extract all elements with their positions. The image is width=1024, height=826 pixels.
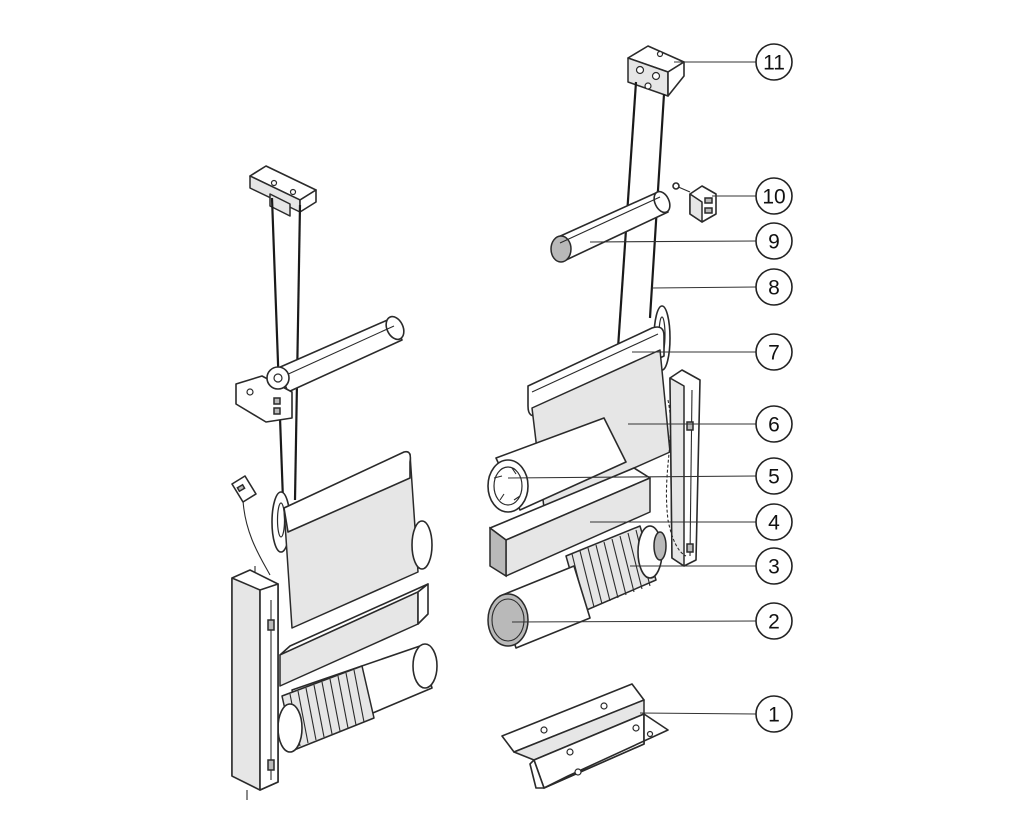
callout-1-label: 1	[768, 704, 780, 727]
leader-1	[639, 712, 757, 715]
callout-6: 6	[755, 405, 793, 443]
left-tube-bracket	[235, 366, 293, 423]
callout-2: 2	[755, 602, 793, 640]
callout-6-label: 6	[768, 414, 780, 437]
callout-11-label: 11	[763, 52, 785, 75]
callout-4: 4	[755, 503, 793, 541]
part-4-square-profile	[489, 467, 651, 578]
callout-7: 7	[755, 333, 793, 371]
callout-7-label: 7	[768, 342, 780, 365]
left-cord-back	[293, 204, 302, 501]
right-side-frame-chain	[665, 369, 701, 567]
leader-5	[507, 475, 757, 479]
left-cord-front	[270, 197, 285, 501]
part-1-angle-bracket	[501, 683, 669, 789]
callout-3: 3	[755, 547, 793, 585]
leader-8	[651, 286, 757, 289]
callout-5: 5	[755, 457, 793, 495]
callout-10-label: 10	[762, 186, 785, 209]
left-ceiling-bracket	[249, 165, 317, 217]
leader-2	[511, 620, 757, 623]
callout-8: 8	[755, 268, 793, 306]
callout-1: 1	[755, 695, 793, 733]
left-lower-tube-spring	[277, 643, 438, 753]
part-5-roller-tube	[487, 417, 627, 513]
part-11-ceiling-bracket	[627, 45, 685, 97]
leader-9	[589, 240, 757, 243]
left-side-frame	[231, 566, 279, 800]
leader-lines	[507, 61, 757, 715]
callout-11: 11	[755, 43, 793, 81]
part-9-tube	[550, 190, 671, 263]
callout-10: 10	[755, 177, 793, 215]
part-2-lower-tube	[487, 565, 591, 649]
left-assembled-unit	[231, 165, 438, 800]
callout-5-label: 5	[768, 466, 780, 489]
part-10-small-bracket	[672, 182, 717, 223]
callout-9-label: 9	[768, 231, 780, 254]
callout-9: 9	[755, 222, 793, 260]
callout-4-label: 4	[768, 512, 780, 535]
callout-2-label: 2	[768, 611, 780, 634]
left-bottom-rail	[279, 583, 429, 687]
callout-8-label: 8	[768, 277, 780, 300]
left-fabric-panel	[283, 450, 433, 629]
callout-3-label: 3	[768, 556, 780, 579]
left-cable-plug	[231, 475, 271, 576]
